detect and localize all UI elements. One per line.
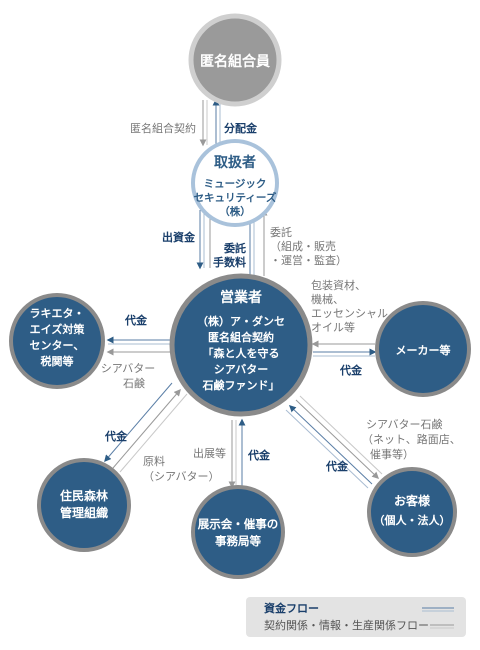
soap-sale-label: シアバター石鹸 — [366, 417, 443, 431]
flow-labels: 匿名組合契約 分配金 出資金 委託 手数料 委託 （組成・販売 ・運営・監査） … — [101, 121, 461, 483]
operator-line: 石鹸ファンド」 — [202, 378, 280, 392]
operator-title: 営業者 — [220, 289, 262, 306]
exhibit-label: 出展等 — [193, 446, 226, 460]
customer-line: （個人・法人） — [374, 513, 451, 527]
soap-sale-label: 催事等） — [370, 447, 414, 461]
ngo-line: ラキエタ・ — [30, 307, 85, 320]
investors-label: 匿名組合員 — [200, 53, 270, 70]
ngo-line: エイズ対策 — [30, 322, 86, 336]
node-customer: お客様 （個人・法人） — [367, 467, 457, 557]
handler-name-line: ミュージック — [204, 178, 267, 190]
commission-label: 委託 — [223, 241, 246, 255]
node-maker: メーカー等 — [375, 301, 471, 397]
node-handler: 取扱者 ミュージック セキュリティーズ （株） — [191, 139, 279, 227]
materials-label: エッセンシャル — [311, 307, 388, 320]
customer-payment-line — [288, 405, 373, 485]
consign-label: 委託 — [270, 225, 292, 239]
legend-contract-label: 契約関係・情報・生産関係フロー — [264, 618, 429, 632]
soap-sale-label: （ネット、路面店、 — [362, 432, 461, 446]
expo-line: 展示会・催事の — [197, 517, 279, 531]
forest-line: 住民森林 — [60, 488, 108, 503]
consign-label: ・運営・監査） — [270, 253, 347, 267]
operator-forest-flows — [104, 382, 188, 473]
node-forest: 住民森林 管理組織 — [37, 458, 131, 552]
node-operator: 営業者 （株）ア・ダンセ 匿名組合契約 「森と人を守る シアバター 石鹸ファンド… — [169, 273, 313, 417]
maker-payment-label: 代金 — [339, 363, 363, 377]
operator-maker-flows — [311, 340, 377, 357]
node-ngo: ラキエタ・ エイズ対策 センター、 税関等 — [9, 293, 105, 389]
forest-payment-label: 代金 — [104, 429, 128, 443]
materials-label: 機械、 — [311, 292, 344, 306]
dividend-label: 分配金 — [224, 121, 258, 135]
raw-material-label: （シアバター） — [143, 470, 220, 483]
ngo-line: センター、 — [30, 339, 85, 352]
node-investors: 匿名組合員 — [188, 13, 282, 107]
operator-line: （株）ア・ダンセ — [197, 314, 285, 328]
node-expo: 展示会・催事の 事務局等 — [191, 485, 285, 579]
consign-label: （組成・販売 — [270, 240, 336, 253]
operator-line: 匿名組合契約 — [208, 330, 274, 344]
customer-line: お客様 — [394, 493, 431, 508]
customer-payment-label: 代金 — [325, 459, 349, 473]
forest-line: 管理組織 — [60, 505, 108, 520]
shea-soap-label: シアバター — [101, 362, 156, 375]
soap-sale-line — [295, 399, 380, 479]
forest-payment-line — [104, 382, 173, 463]
operator-expo-flows — [228, 418, 246, 489]
handler-title: 取扱者 — [214, 154, 256, 171]
flow-lines — [104, 98, 383, 489]
operator-line: シアバター — [214, 363, 269, 376]
handler-name-line: （株） — [219, 205, 251, 218]
raw-material-label: 原料 — [143, 454, 165, 468]
materials-label: オイル等 — [311, 320, 355, 334]
ngo-payment-label: 代金 — [124, 313, 148, 327]
legend: 資金フロー 契約関係・情報・生産関係フロー — [246, 597, 466, 637]
handler-name-line: セキュリティーズ — [194, 191, 277, 204]
raw-material-line — [112, 388, 181, 469]
maker-label: メーカー等 — [396, 343, 451, 357]
investor-handler-flows — [199, 98, 221, 147]
investment-label: 出資金 — [162, 230, 196, 244]
ngo-line: 税関等 — [41, 354, 74, 368]
expo-payment-label: 代金 — [247, 448, 271, 462]
materials-label: 包装資材、 — [311, 278, 366, 292]
contract-label: 匿名組合契約 — [130, 121, 196, 135]
operator-line: 「森と人を守る — [203, 346, 280, 360]
expo-line: 事務局等 — [215, 534, 261, 548]
operator-ngo-flows — [106, 336, 170, 356]
operator-customer-flows — [285, 395, 383, 489]
shea-soap-label: 石鹸 — [123, 376, 145, 390]
legend-box — [246, 597, 466, 637]
commission-label: 手数料 — [213, 255, 246, 269]
legend-money-label: 資金フロー — [264, 601, 319, 615]
